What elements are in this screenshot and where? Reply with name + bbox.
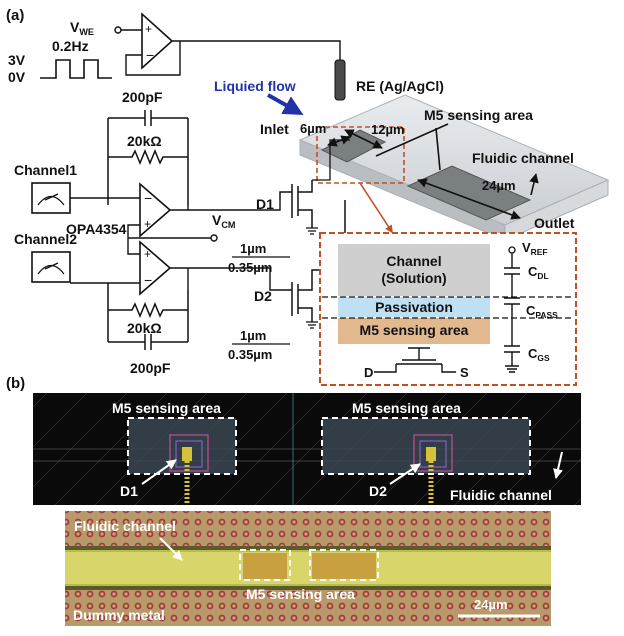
panel-b: (b) M5 sensing area M5 sensing area D1 D… xyxy=(6,375,581,626)
vwe-terminal xyxy=(114,26,122,34)
cgs-label: CGS xyxy=(528,346,550,363)
layout-d2-label: D2 xyxy=(369,483,387,499)
l2-label: 0.35µm xyxy=(228,347,272,362)
feedback-network-top: 200pF 20kΩ xyxy=(107,89,189,205)
svg-text:+: + xyxy=(144,217,151,231)
panel-a-tag: (a) xyxy=(6,7,24,24)
micro-dummy-metal-label: Dummy metal xyxy=(73,607,165,623)
buffer-opamp-icon xyxy=(141,12,174,70)
cdl-label: CDL xyxy=(528,264,549,281)
ammeter-2-icon xyxy=(31,251,71,283)
signal-low-label: 0V xyxy=(8,69,26,85)
transistor-d1-icon xyxy=(279,139,350,235)
w2-label: 1µm xyxy=(240,328,266,343)
opamp-2-icon: + − xyxy=(139,240,172,296)
frequency-label: 0.2Hz xyxy=(52,38,89,54)
micro-m5-label: M5 sensing area xyxy=(246,586,355,602)
capacitor-stack-icon xyxy=(504,253,520,373)
micrograph-image xyxy=(65,511,551,626)
vwe-buffer: VWE + − xyxy=(70,12,341,76)
inset-equivalent-circuit: Channel (Solution) Passivation M5 sensin… xyxy=(319,232,577,386)
square-wave-source: 3V 0V 0.2Hz xyxy=(8,38,112,85)
svg-text:−: − xyxy=(144,190,152,206)
dim-6um-label: 6µm xyxy=(300,121,326,136)
channel-solution-layer xyxy=(338,244,490,296)
layout-fluidic-label: Fluidic channel xyxy=(450,487,552,503)
inset-s-label: S xyxy=(460,365,469,380)
inset-m5-label: M5 sensing area xyxy=(360,322,469,338)
re-label: RE (Ag/AgCl) xyxy=(356,78,444,94)
layout-d1-label: D1 xyxy=(120,483,138,499)
channel1-label: Channel1 xyxy=(14,162,77,178)
inset-passivation-label: Passivation xyxy=(375,299,453,315)
signal-high-label: 3V xyxy=(8,52,26,68)
dim-24um-label: 24µm xyxy=(482,178,516,193)
layout-m5-right-label: M5 sensing area xyxy=(352,400,461,416)
w1-label: 1µm xyxy=(240,241,266,256)
micro-m5-box-left xyxy=(239,549,291,581)
inset-channel-label: Channel xyxy=(386,253,441,269)
capacitor-bottom-icon xyxy=(108,334,188,350)
panel-a: (a) 3V 0V 0.2Hz VWE + − RE (Ag/AgCl) Liq… xyxy=(6,7,610,386)
d2-label: D2 xyxy=(254,288,272,304)
micro-scale-label: 24µm xyxy=(474,597,508,612)
micro-m5-box-right xyxy=(309,549,379,581)
ammeter-1-icon xyxy=(31,182,71,214)
layout-image xyxy=(33,393,581,505)
transistor-d2-icon xyxy=(282,200,346,329)
passivation-layer xyxy=(338,297,490,317)
inset-d-label: D xyxy=(364,365,373,380)
svg-text:−: − xyxy=(146,47,154,63)
re-electrode-icon xyxy=(334,59,346,101)
inset-transistor-icon xyxy=(374,347,456,373)
res-bottom-label: 20kΩ xyxy=(127,320,162,336)
opamp-label: OPA4354 xyxy=(66,221,127,237)
d1-label: D1 xyxy=(256,196,274,212)
cpass-label: CPASS xyxy=(526,303,558,320)
panel-b-tag: (b) xyxy=(6,375,25,392)
inset-solution-label: (Solution) xyxy=(381,270,446,286)
outlet-label: Outlet xyxy=(534,215,575,231)
square-wave-icon xyxy=(40,59,112,79)
m5-sensing-label: M5 sensing area xyxy=(424,107,533,123)
fluidic-channel-label: Fluidic channel xyxy=(472,150,574,166)
flow-label: Liquied flow xyxy=(214,78,296,94)
svg-text:+: + xyxy=(144,247,151,261)
micro-fluidic-label: Fluidic channel xyxy=(74,518,176,534)
vcm-label: VCM xyxy=(212,212,236,230)
layout-m5-box-left xyxy=(127,417,237,475)
cap-top-label: 200pF xyxy=(122,89,163,105)
feedback-network-bottom: 20kΩ 200pF xyxy=(107,283,189,376)
vwe-label: VWE xyxy=(70,19,94,37)
flow-arrow-icon xyxy=(267,93,304,115)
resistor-top-icon xyxy=(108,149,188,165)
opamp-1-icon: − + xyxy=(139,182,172,238)
cap-bottom-label: 200pF xyxy=(130,360,171,376)
dim-12um-label: 12µm xyxy=(371,122,405,137)
res-top-label: 20kΩ xyxy=(127,133,162,149)
capacitor-top-icon xyxy=(108,110,188,126)
inlet-label: Inlet xyxy=(260,121,289,137)
vref-label: VREF xyxy=(522,240,548,257)
resistor-bottom-icon xyxy=(108,302,188,318)
svg-text:−: − xyxy=(144,272,152,288)
svg-text:+: + xyxy=(145,22,152,36)
m5-layer xyxy=(338,318,490,344)
layout-m5-box-right xyxy=(321,417,531,475)
channel2-label: Channel2 xyxy=(14,231,77,247)
layout-m5-left-label: M5 sensing area xyxy=(112,400,221,416)
